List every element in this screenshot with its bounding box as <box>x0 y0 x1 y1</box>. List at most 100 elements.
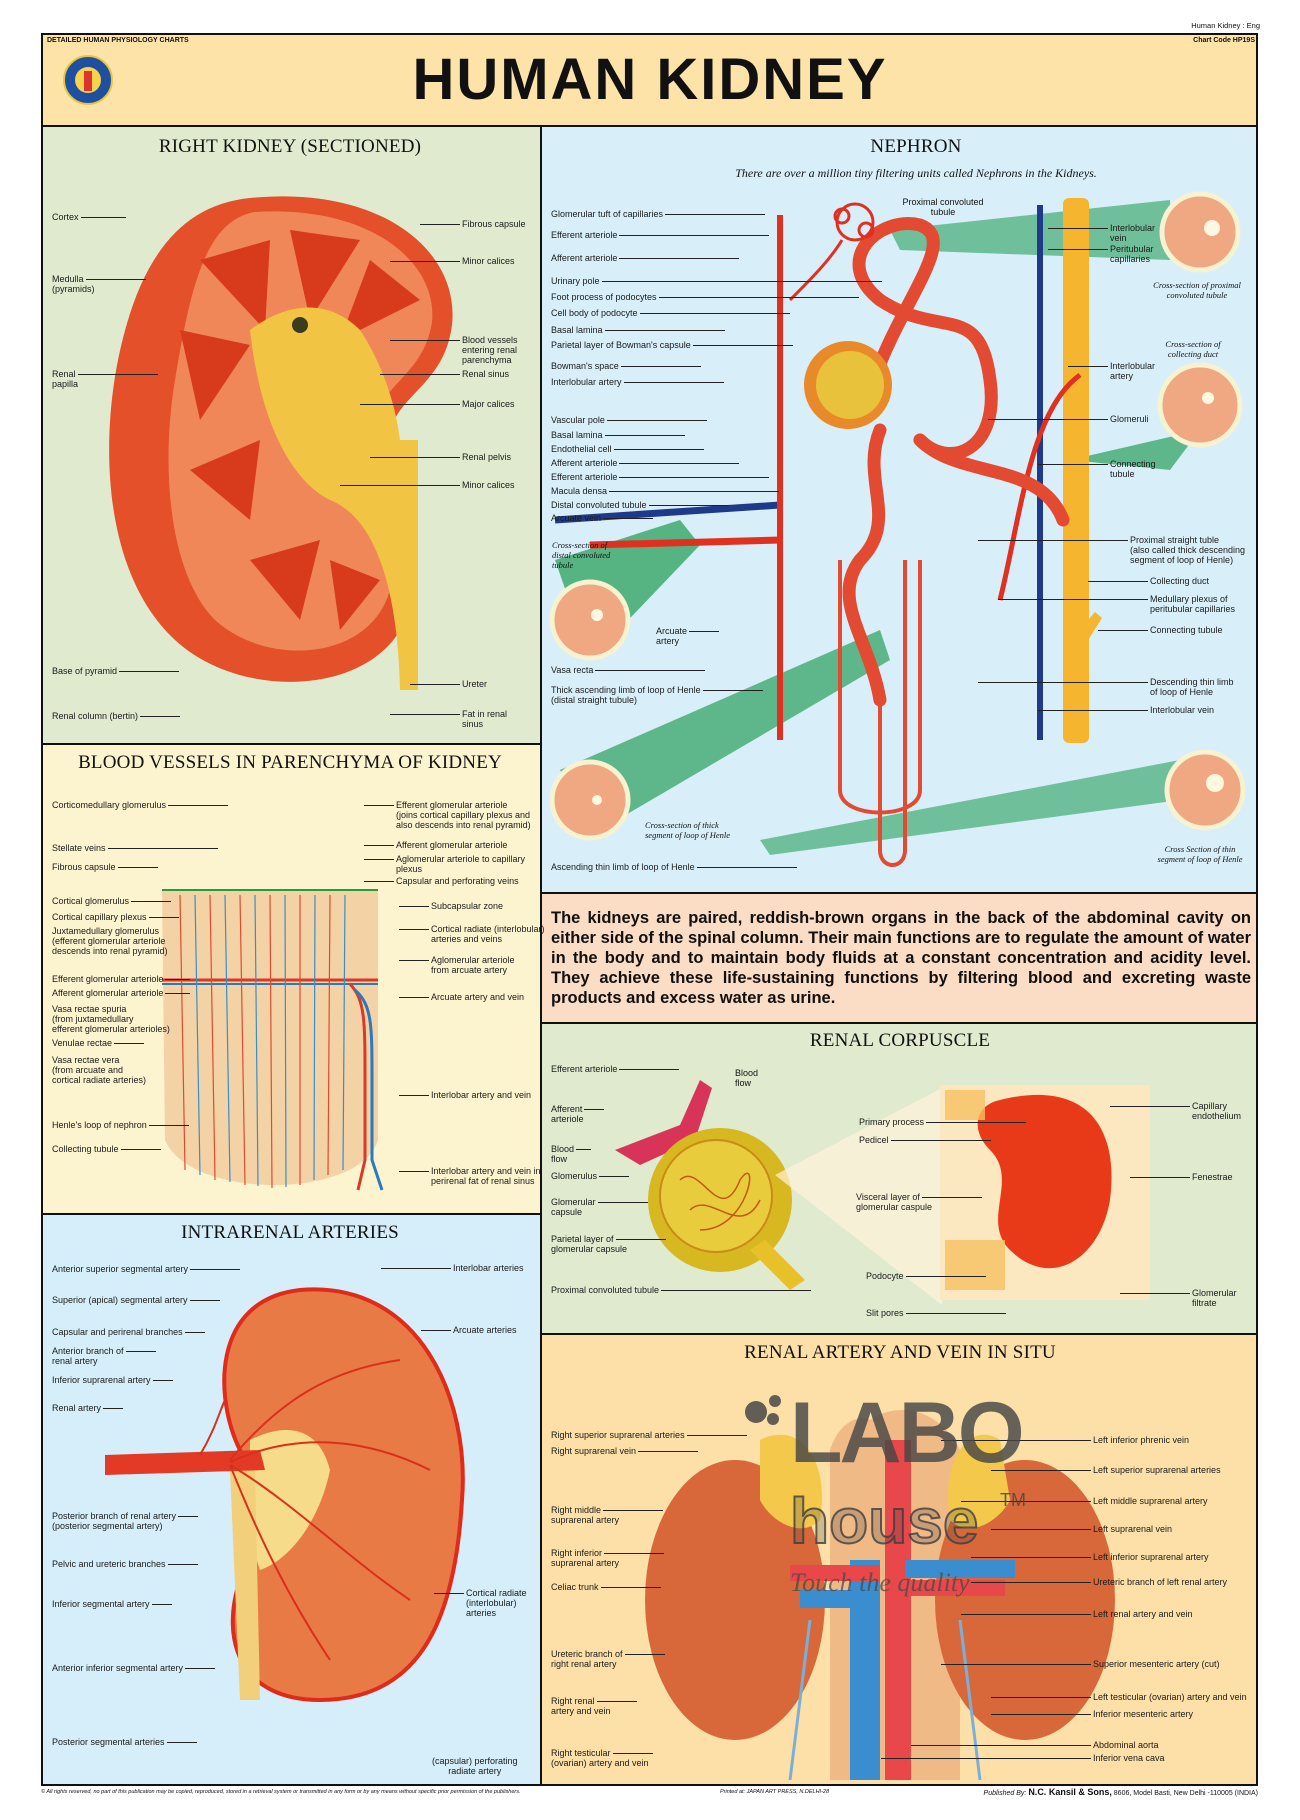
leader-line <box>941 1440 1091 1441</box>
right-kidney-label: Minor calices <box>462 256 515 266</box>
leader-line <box>991 1470 1091 1471</box>
renal-corpuscle-label: Afferent arteriole <box>551 1104 584 1124</box>
renal-artery-label: Inferior mesenteric artery <box>1093 1709 1194 1719</box>
leader-line <box>364 881 394 882</box>
nephron-label: Macula densa <box>551 486 608 496</box>
leader-line <box>911 1745 1091 1746</box>
right-kidney-label: Base of pyramid <box>52 666 118 676</box>
nephron-label: Peritubular capillaries <box>1110 244 1154 264</box>
renal-artery-label: Left testicular (ovarian) artery and vei… <box>1093 1692 1247 1702</box>
nephron-label: Interlobular artery <box>551 377 622 387</box>
leader-line <box>609 491 779 492</box>
leader-line <box>998 599 1148 600</box>
leader-line <box>1120 1293 1190 1294</box>
leader-line <box>121 1149 161 1150</box>
blood-vessels-label: Cortical radiate (interlobular) arteries… <box>431 924 545 944</box>
blood-vessels-title: BLOOD VESSELS IN PARENCHYMA OF KIDNEY <box>78 752 502 773</box>
renal-corpuscle-label: Slit pores <box>866 1308 904 1318</box>
renal-corpuscle-label: Visceral layer of glomerular caspule <box>856 1192 933 1212</box>
nephron-label: Thick ascending limb of loop of Henle (d… <box>551 685 701 705</box>
leader-line <box>961 1501 1091 1502</box>
renal-corpuscle-label: Efferent arteriole <box>551 1064 618 1074</box>
nephron-label: Vasa recta <box>551 665 594 675</box>
leader-line <box>370 457 460 458</box>
leader-line <box>576 1149 591 1150</box>
right-kidney-label: Renal papilla <box>52 369 79 389</box>
leader-line <box>140 716 180 717</box>
leader-line <box>399 1095 429 1096</box>
leader-line <box>78 374 158 375</box>
blood-vessels-label: Henle's loop of nephron <box>52 1120 147 1130</box>
nephron-label: Descending thin limb of loop of Henle <box>1150 677 1234 697</box>
renal-corpuscle-label: Glomerular filtrate <box>1192 1288 1237 1308</box>
renal-artery-label: Left suprarenal vein <box>1093 1524 1173 1534</box>
leader-line <box>906 1313 1006 1314</box>
nephron-illustration <box>549 191 1246 867</box>
renal-corpuscle-label: Parietal layer of glomerular capsule <box>551 1234 628 1254</box>
leader-line <box>991 1697 1091 1698</box>
renal-artery-label: Right testicular (ovarian) artery and ve… <box>551 1748 649 1768</box>
leader-line <box>420 224 460 225</box>
blood-vessels-label: Afferent glomerular arteriole <box>52 988 164 998</box>
renal-corpuscle-illustration <box>615 1080 1150 1305</box>
leader-line <box>603 1510 663 1511</box>
leader-line <box>619 1069 679 1070</box>
blood-vessels-label: Venulae rectae <box>52 1038 113 1048</box>
nephron-label: Arcuate vein <box>551 513 602 523</box>
leader-line <box>149 1125 189 1126</box>
leader-line <box>599 1176 629 1177</box>
blood-vessels-label: Stellate veins <box>52 843 106 853</box>
leader-line <box>619 463 739 464</box>
leader-line <box>340 485 460 486</box>
blood-vessels-label: Vasa rectae vera (from arcuate and corti… <box>52 1055 147 1085</box>
leader-line <box>988 419 1108 420</box>
blood-vessels-label: Vasa rectae spuria (from juxtamedullary … <box>52 1004 170 1034</box>
publisher-address: 8606, Model Basti, New Delhi -110005 (IN… <box>1113 1790 1258 1797</box>
leader-line <box>638 1451 698 1452</box>
caption-thin-segment: Cross Section of thin segment of loop of… <box>1157 844 1243 864</box>
leader-line <box>693 345 793 346</box>
nephron-top-label: Proximal convoluted tubule <box>902 197 984 217</box>
leader-line <box>687 1435 747 1436</box>
leader-line <box>1088 581 1148 582</box>
nephron-label: Proximal straight tuble (also called thi… <box>1130 535 1246 565</box>
leader-line <box>108 848 218 849</box>
leader-line <box>1048 249 1108 250</box>
leader-line <box>703 690 763 691</box>
nephron-title: NEPHRON <box>870 136 962 157</box>
leader-line <box>659 297 859 298</box>
leader-line <box>390 261 460 262</box>
leader-line <box>941 1664 1091 1665</box>
renal-artery-label: Left inferior suprarenal artery <box>1093 1552 1209 1562</box>
renal-artery-label: Right suprarenal vein <box>551 1446 637 1456</box>
leader-line <box>624 382 724 383</box>
nephron-label: Foot process of podocytes <box>551 292 657 302</box>
intrarenal-kidney-illustration <box>105 1287 465 1703</box>
intrarenal-label: Arcuate arteries <box>453 1325 517 1335</box>
nephron-label: Interlobular vein <box>1150 705 1215 715</box>
right-kidney-label: Renal pelvis <box>462 452 512 462</box>
right-kidney-label: Medulla (pyramids) <box>52 274 95 294</box>
leader-line <box>168 805 228 806</box>
leader-line <box>607 420 707 421</box>
blood-vessels-label: Interlobar artery and vein in perirenal … <box>431 1166 541 1186</box>
right-kidney-label: Renal sinus <box>462 369 510 379</box>
renal-corpuscle-title: RENAL CORPUSCLE <box>809 1030 991 1051</box>
renal-artery-label: Abdominal aorta <box>1093 1740 1159 1750</box>
leader-line <box>364 805 394 806</box>
leader-line <box>399 1171 429 1172</box>
intrarenal-label: (capsular) perforating radiate artery <box>432 1756 518 1776</box>
intrarenal-label: Anterior superior segmental artery <box>52 1264 189 1274</box>
sectioned-kidney-illustration <box>109 196 453 690</box>
leader-line <box>595 670 705 671</box>
leader-line <box>390 714 460 715</box>
nephron-label: Collecting duct <box>1150 576 1210 586</box>
leader-line <box>597 1701 637 1702</box>
leader-line <box>649 505 729 506</box>
nephron-label: Vascular pole <box>551 415 605 425</box>
blood-vessels-label: Aglomerular arteriole from arcuate arter… <box>431 955 515 975</box>
footer-copyright: © All rights reserved, no part of this p… <box>41 1789 521 1795</box>
intrarenal-label: Capsular and perirenal branches <box>52 1327 183 1337</box>
leader-line <box>621 366 701 367</box>
blood-vessels-label: Capsular and perforating veins <box>396 876 519 886</box>
